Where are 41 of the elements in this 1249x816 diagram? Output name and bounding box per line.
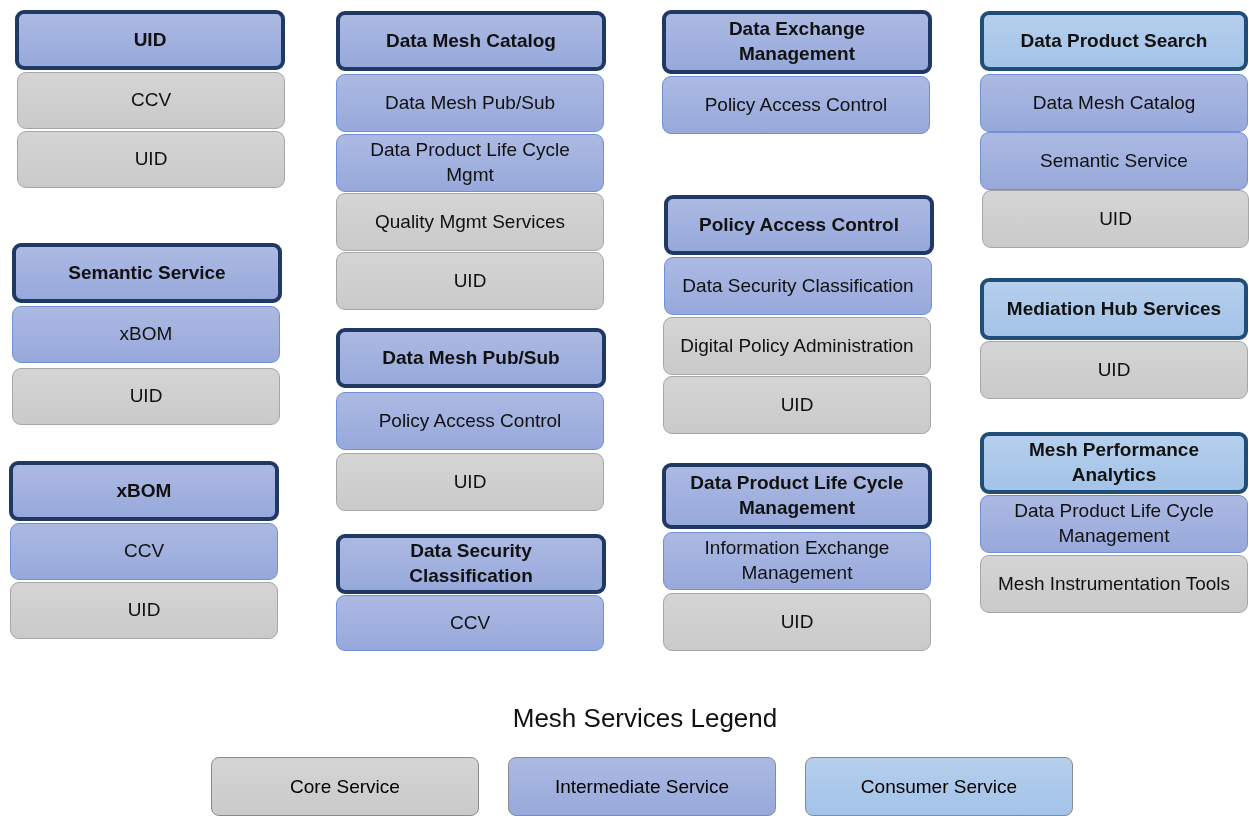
service-box: UID <box>10 582 278 639</box>
service-header-box: Mediation Hub Services <box>980 278 1248 340</box>
legend-label: Consumer Service <box>860 775 1018 798</box>
legend-title: Mesh Services Legend <box>511 703 779 734</box>
service-box: UID <box>336 453 604 511</box>
service-box: CCV <box>17 72 285 129</box>
service-box: UID <box>336 252 604 310</box>
service-box: Semantic Service <box>980 132 1248 190</box>
service-header-box: xBOM <box>9 461 279 521</box>
service-box: UID <box>982 190 1249 248</box>
service-box: Policy Access Control <box>662 76 930 134</box>
service-box: UID <box>12 368 280 425</box>
service-box: Data Mesh Catalog <box>980 74 1248 132</box>
service-box: UID <box>980 341 1248 399</box>
service-header-box: Data Mesh Pub/Sub <box>336 328 606 388</box>
legend-label: Intermediate Service <box>554 775 730 798</box>
service-box: Data Product Life Cycle Management <box>980 495 1248 553</box>
service-header-box: Data Security Classification <box>336 534 606 594</box>
service-header-box: Mesh Performance Analytics <box>980 432 1248 494</box>
service-box: CCV <box>10 523 278 580</box>
service-box: Mesh Instrumentation Tools <box>980 555 1248 613</box>
service-header-box: Data Mesh Catalog <box>336 11 606 71</box>
service-box: xBOM <box>12 306 280 363</box>
service-header-box: Data Product Search <box>980 11 1248 71</box>
service-box: Digital Policy Administration <box>663 317 931 375</box>
service-box: UID <box>663 593 931 651</box>
service-box: UID <box>663 376 931 434</box>
legend-label: Core Service <box>290 775 400 798</box>
service-box: Information Exchange Management <box>663 532 931 590</box>
service-header-box: Data Product Life Cycle Management <box>662 463 932 529</box>
service-header-box: UID <box>15 10 285 70</box>
service-box: UID <box>17 131 285 188</box>
service-box: Quality Mgmt Services <box>336 193 604 251</box>
service-header-box: Semantic Service <box>12 243 282 303</box>
service-box: CCV <box>336 595 604 651</box>
service-box: Data Product Life Cycle Mgmt <box>336 134 604 192</box>
service-box: Policy Access Control <box>336 392 604 450</box>
service-box: Data Mesh Pub/Sub <box>336 74 604 132</box>
service-header-box: Data Exchange Management <box>662 10 932 74</box>
service-header-box: Policy Access Control <box>664 195 934 255</box>
service-box: Data Security Classification <box>664 257 932 315</box>
